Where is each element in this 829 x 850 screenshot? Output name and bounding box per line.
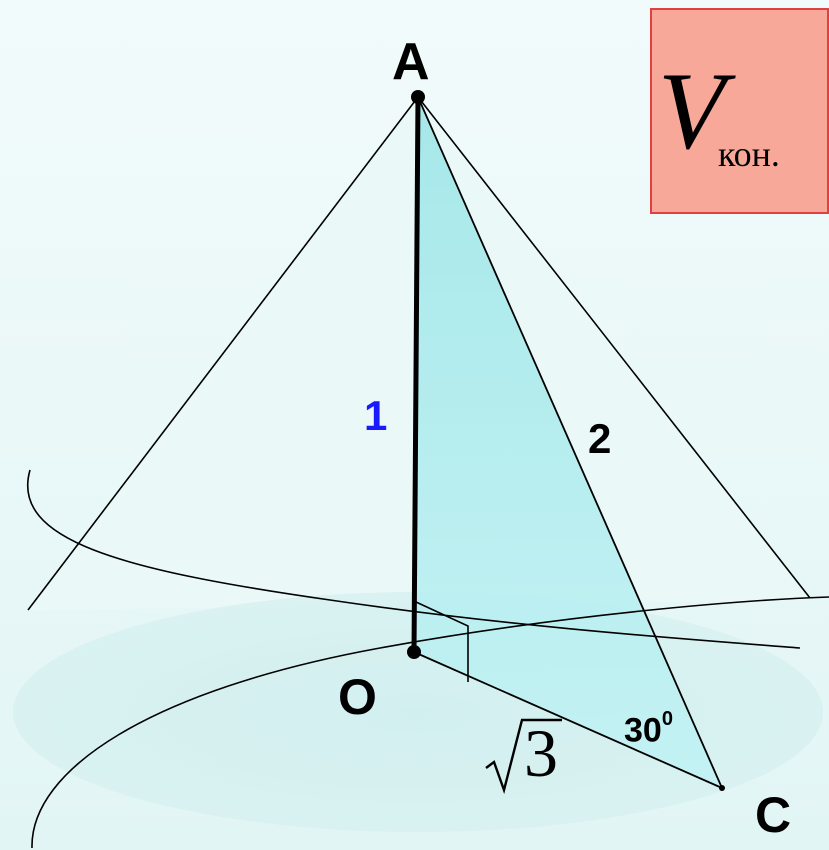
label-a: A (392, 33, 430, 91)
height-ao (411, 96, 421, 653)
sqrt-sign (485, 718, 562, 795)
label-height: 1 (364, 392, 388, 439)
label-o: O (338, 669, 377, 725)
label-slant: 2 (588, 415, 612, 462)
volume-symbol: V (658, 50, 726, 172)
label-radius-radicand: 3 (524, 715, 558, 791)
generatrix-left (27, 96, 419, 611)
point-o (407, 645, 421, 659)
generatrix-right (417, 96, 811, 599)
ellipse-arc-lower (31, 596, 829, 849)
triangle-aoc (414, 97, 722, 788)
angle-label: 300 (624, 706, 673, 747)
point-c (719, 785, 725, 791)
ellipse-arc-upper (27, 469, 801, 649)
point-a (411, 90, 425, 104)
radius-oc (413, 651, 723, 789)
formula-box: V кон. (650, 8, 829, 214)
angle-value: 30 (624, 711, 662, 750)
slant-ac (417, 96, 723, 789)
volume-subscript: кон. (718, 134, 780, 174)
angle-degree: 0 (661, 708, 673, 730)
right-angle-mark (415, 601, 469, 682)
label-c: C (755, 787, 792, 843)
